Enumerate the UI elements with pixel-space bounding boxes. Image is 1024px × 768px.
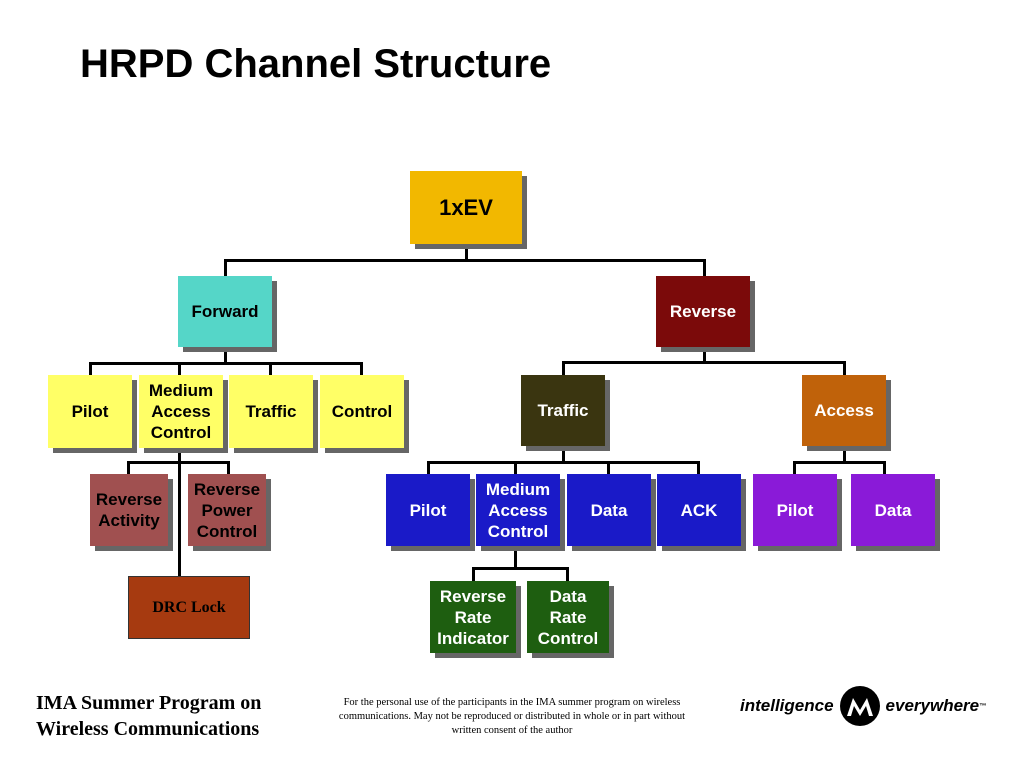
- node-1xev: 1xEV: [410, 171, 522, 244]
- connector: [224, 347, 227, 363]
- connector: [843, 446, 846, 462]
- connector: [269, 362, 272, 375]
- connector: [127, 461, 230, 464]
- connector: [514, 461, 517, 474]
- connector: [514, 546, 517, 568]
- logo-text-right: everywhere: [885, 696, 980, 715]
- connector: [843, 361, 846, 375]
- connector: [793, 461, 796, 474]
- node-data-rate-control: Data Rate Control: [527, 581, 609, 653]
- connector: [703, 347, 706, 362]
- node-forward-pilot: Pilot: [48, 375, 132, 448]
- connector: [472, 567, 475, 581]
- node-reverse: Reverse: [656, 276, 750, 347]
- connector: [89, 362, 363, 365]
- node-forward-control: Control: [320, 375, 404, 448]
- connector: [178, 362, 181, 375]
- node-forward-traffic: Traffic: [229, 375, 313, 448]
- node-traffic-ack: ACK: [657, 474, 741, 546]
- connector: [427, 461, 430, 474]
- node-drc-lock: DRC Lock: [128, 576, 250, 639]
- connector: [127, 461, 130, 474]
- connector: [562, 446, 565, 462]
- node-reverse-activity: Reverse Activity: [90, 474, 168, 546]
- brand-logo: intelligence everywhere ™: [740, 686, 986, 726]
- node-access-data: Data: [851, 474, 935, 546]
- node-reverse-power-control: Reverse Power Control: [188, 474, 266, 546]
- connector: [178, 448, 181, 576]
- node-reverse-rate-indicator: Reverse Rate Indicator: [430, 581, 516, 653]
- node-reverse-access: Access: [802, 375, 886, 446]
- connector: [472, 567, 569, 570]
- node-traffic-medium-access-control: Medium Access Control: [476, 474, 560, 546]
- node-forward: Forward: [178, 276, 272, 347]
- connector: [703, 259, 706, 276]
- connector: [697, 461, 700, 474]
- connector: [227, 461, 230, 474]
- connector: [562, 361, 565, 375]
- motorola-logo-icon: [839, 686, 880, 726]
- node-forward-medium-access-control: Medium Access Control: [139, 375, 223, 448]
- connector: [883, 461, 886, 474]
- connector: [607, 461, 610, 474]
- node-reverse-traffic: Traffic: [521, 375, 605, 446]
- footer-notice: For the personal use of the participants…: [338, 697, 686, 736]
- page-title: HRPD Channel Structure: [80, 42, 552, 86]
- connector: [224, 259, 227, 276]
- connector: [224, 259, 706, 262]
- node-access-pilot: Pilot: [753, 474, 837, 546]
- node-traffic-data: Data: [567, 474, 651, 546]
- trademark-mark: ™: [979, 702, 987, 710]
- connector: [793, 461, 886, 464]
- connector: [360, 362, 363, 375]
- footer-program: IMA Summer Program on Wireless Communica…: [36, 692, 262, 740]
- connector: [427, 461, 700, 464]
- connector: [465, 244, 468, 260]
- node-traffic-pilot: Pilot: [386, 474, 470, 546]
- connector: [89, 362, 92, 375]
- connector: [562, 361, 846, 364]
- connector: [566, 567, 569, 581]
- logo-text-left: intelligence: [740, 696, 834, 715]
